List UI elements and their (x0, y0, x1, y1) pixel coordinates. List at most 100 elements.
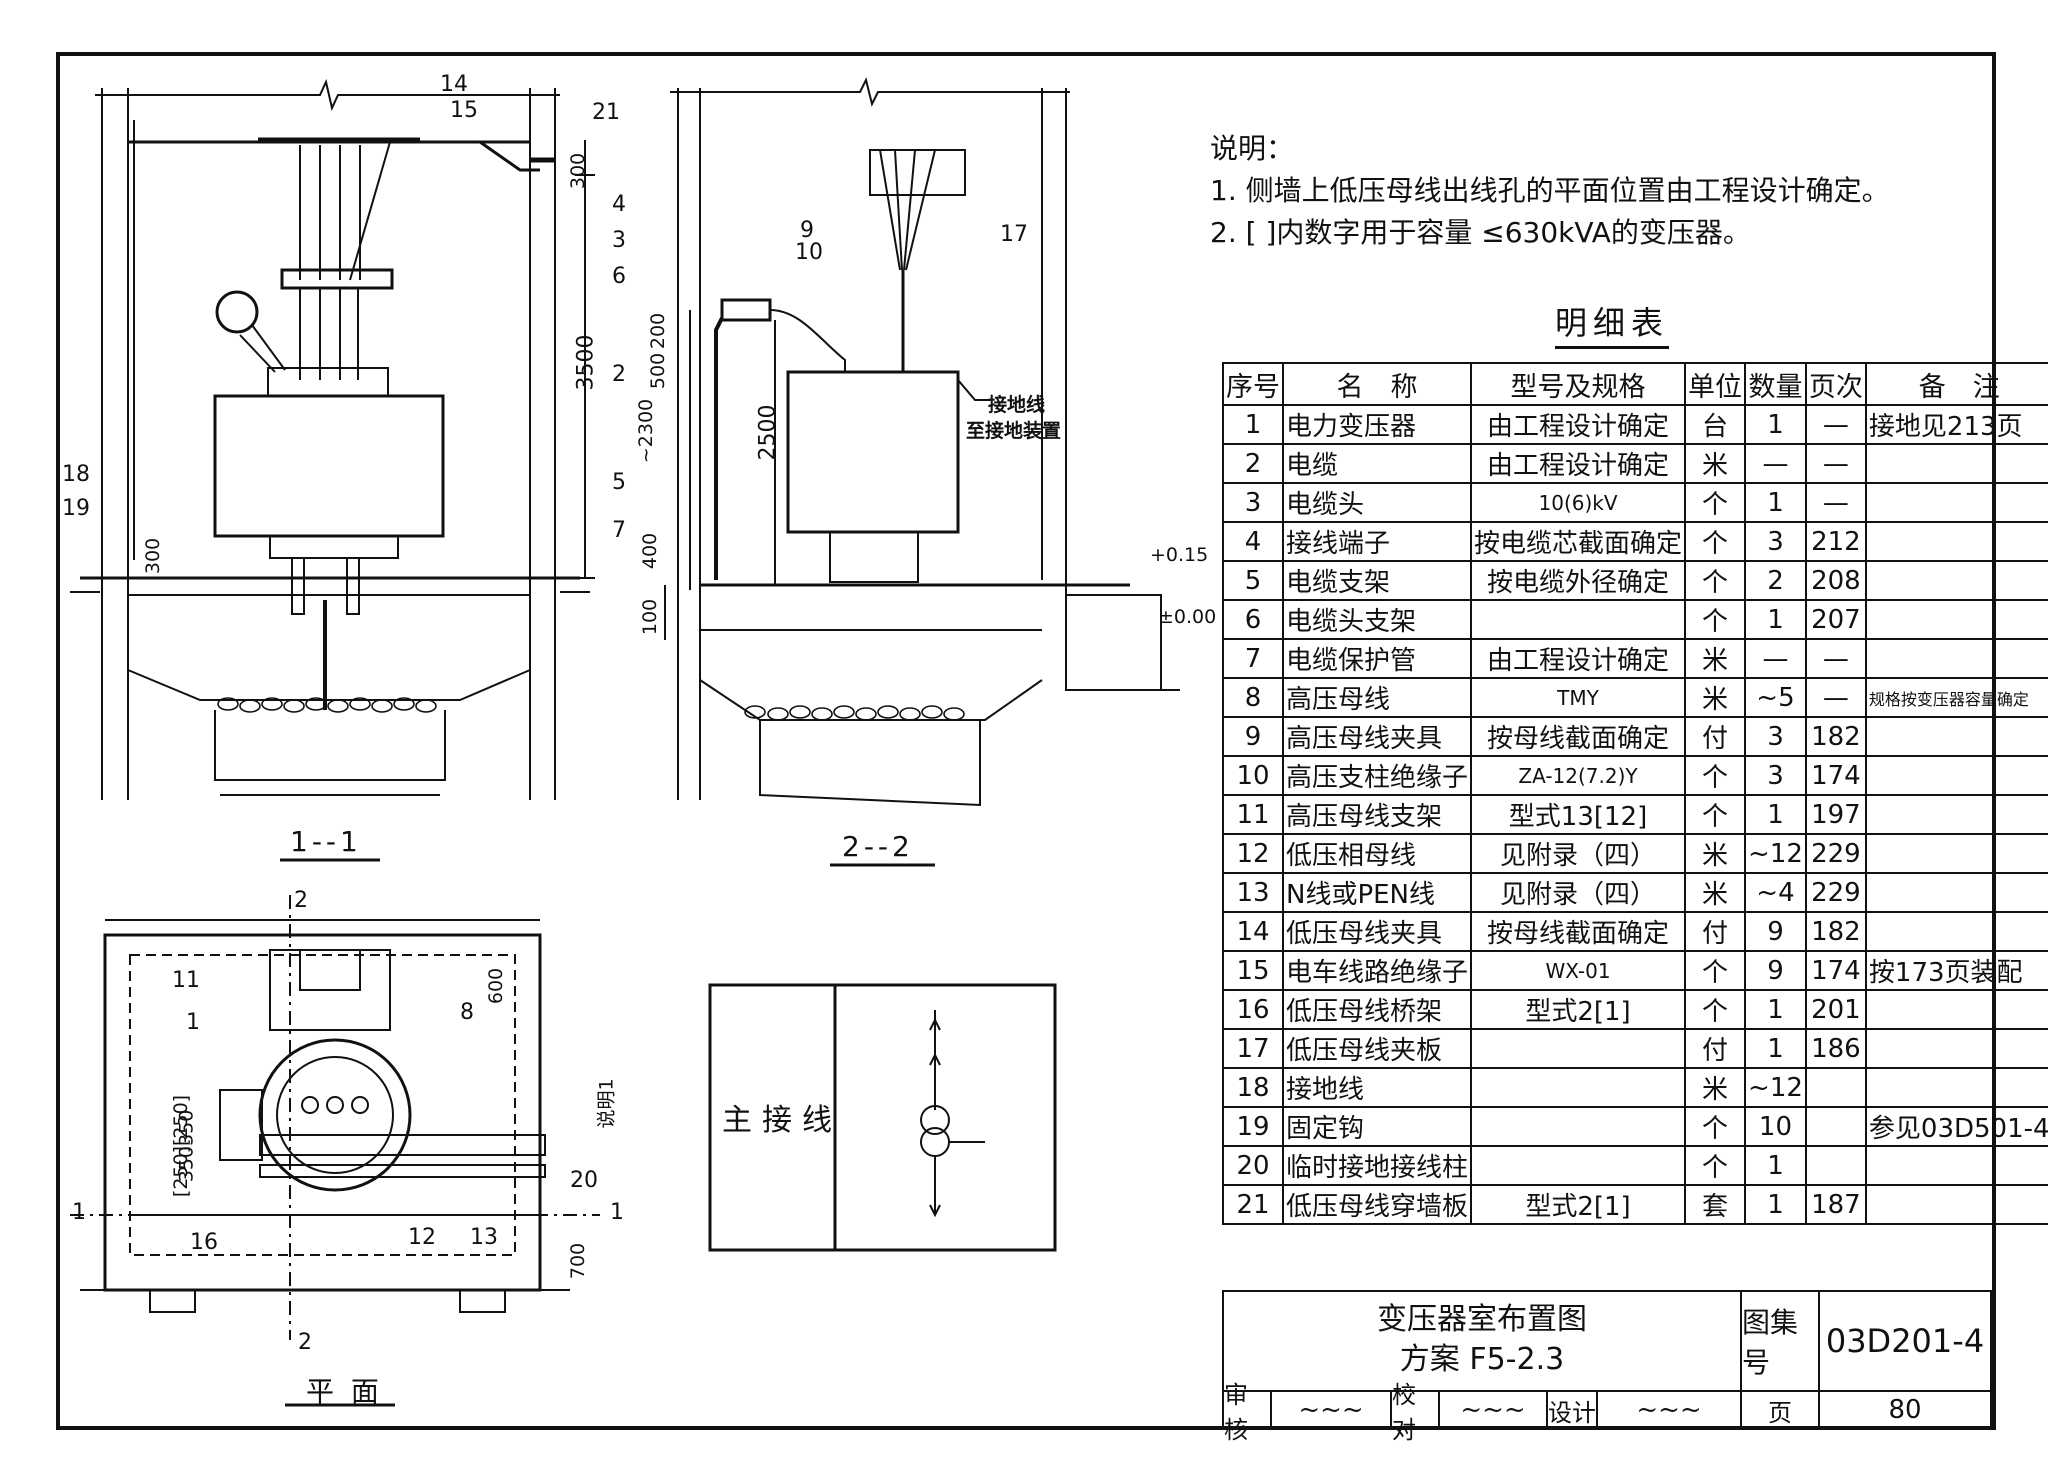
page-label-cell: 页 (1740, 1390, 1820, 1430)
main-wiring-label: 主接线 (722, 1103, 842, 1138)
cell-name: 临时接地接线柱 (1281, 1145, 1473, 1186)
header-remark: 备 注 (1864, 362, 2048, 406)
cell-name: 电缆保护管 (1281, 638, 1473, 679)
cell-index: 6 (1222, 599, 1284, 640)
cell-qty: 3 (1744, 716, 1807, 757)
cell-spec: 见附录（四） (1470, 833, 1687, 874)
dim-600: 600 (485, 967, 508, 1005)
callout-21: 21 (592, 100, 620, 125)
cell-qty: 1 (1744, 794, 1807, 835)
drawing-scheme: 方案 F5-2.3 (1399, 1342, 1565, 1377)
design-signature-mark: ~~~ (1636, 1395, 1702, 1425)
cell-unit: 个 (1684, 482, 1747, 523)
cell-spec (1470, 1067, 1687, 1108)
cell-unit: 米 (1684, 677, 1747, 718)
dim-700: 700 (567, 1242, 590, 1280)
callout-7: 7 (612, 518, 626, 543)
cell-page (1804, 1106, 1867, 1147)
cell-spec: 由工程设计确定 (1470, 443, 1687, 484)
cell-qty: 1 (1744, 599, 1807, 640)
callout-20: 20 (570, 1168, 598, 1193)
cell-remark (1864, 521, 2048, 562)
note-item-2: 2. [ ]内数字用于容量 ≤630kVA的变压器。 (1210, 216, 1751, 249)
cell-spec: 型式13[12] (1470, 794, 1687, 835)
cell-page (1804, 1145, 1867, 1186)
cell-page: — (1804, 443, 1867, 484)
section-1-1-label: 1--1 (290, 825, 362, 858)
design-label: 设计 (1548, 1398, 1596, 1427)
cell-name: N线或PEN线 (1281, 872, 1473, 913)
cell-unit: 个 (1684, 560, 1747, 601)
dim-2500: 2500 (755, 404, 781, 461)
cell-spec: WX-01 (1470, 950, 1687, 991)
cell-unit: 个 (1684, 950, 1747, 991)
callout-11: 11 (172, 968, 200, 993)
cell-unit: 台 (1684, 404, 1747, 445)
dim-300-left: 300 (142, 537, 165, 575)
cell-remark (1864, 599, 2048, 640)
cell-index: 18 (1222, 1067, 1284, 1108)
cell-page: 197 (1804, 794, 1867, 835)
cell-qty: — (1744, 443, 1807, 484)
cell-spec: 由工程设计确定 (1470, 638, 1687, 679)
cell-remark (1864, 1028, 2048, 1069)
header-spec: 型号及规格 (1470, 362, 1687, 406)
cell-name: 高压母线夹具 (1281, 716, 1473, 757)
cell-spec (1470, 599, 1687, 640)
cell-page: — (1804, 404, 1867, 445)
atlas-number: 03D201-4 (1825, 1322, 1985, 1360)
elevation-plus: +0.15 (1150, 544, 1209, 566)
callout-8: 8 (460, 1000, 474, 1025)
cell-qty: 1 (1744, 989, 1807, 1030)
cell-index: 19 (1222, 1106, 1284, 1147)
table-header-row: 序号 名 称 型号及规格 单位 数量 页次 备 注 (1222, 362, 2048, 406)
cell-spec: 按电缆芯截面确定 (1470, 521, 1687, 562)
cell-spec (1470, 1106, 1687, 1147)
dim-250: [250][250] (170, 1094, 193, 1198)
callout-17: 17 (1000, 222, 1028, 247)
cell-index: 20 (1222, 1145, 1284, 1186)
header-qty: 数量 (1744, 362, 1807, 406)
section-mark-2-bottom: 2 (298, 1330, 312, 1355)
callout-13: 13 (470, 1225, 498, 1250)
cell-unit: 付 (1684, 1028, 1747, 1069)
cell-unit: 米 (1684, 443, 1747, 484)
callout-2: 2 (612, 362, 626, 387)
cell-page: 201 (1804, 989, 1867, 1030)
page-label: 页 (1768, 1398, 1792, 1427)
cell-page: 187 (1804, 1184, 1867, 1225)
cell-remark (1864, 755, 2048, 796)
cell-name: 接线端子 (1281, 521, 1473, 562)
cell-spec: 见附录（四） (1470, 872, 1687, 913)
cell-spec: 按电缆外径确定 (1470, 560, 1687, 601)
cell-qty: 2 (1744, 560, 1807, 601)
cell-qty: 9 (1744, 911, 1807, 952)
cell-qty: 3 (1744, 755, 1807, 796)
cell-name: 低压母线桥架 (1281, 989, 1473, 1030)
header-index: 序号 (1222, 362, 1284, 406)
review-label-cell: 审核 (1222, 1381, 1272, 1444)
check-signature: ~~~ (1438, 1390, 1548, 1430)
cell-index: 9 (1222, 716, 1284, 757)
cell-name: 低压母线穿墙板 (1281, 1184, 1473, 1225)
atlas-label: 图集号 (1742, 1306, 1799, 1379)
callout-15: 15 (450, 98, 478, 123)
cell-page: 174 (1804, 755, 1867, 796)
cell-remark (1864, 1067, 2048, 1108)
cell-remark (1864, 911, 2048, 952)
cell-qty: ~4 (1744, 872, 1807, 913)
notes-block: 说明： 1. 侧墙上低压母线出线孔的平面位置由工程设计确定。 2. [ ]内数字… (1210, 128, 1890, 254)
ground-wire-note: 接地线 (988, 394, 1046, 416)
dim-3500: 3500 (573, 334, 599, 391)
dim-400: 400 (639, 532, 662, 570)
cell-index: 7 (1222, 638, 1284, 679)
cell-remark: 接地见213页 (1864, 404, 2048, 445)
cell-remark (1864, 872, 2048, 913)
cell-unit: 个 (1684, 989, 1747, 1030)
